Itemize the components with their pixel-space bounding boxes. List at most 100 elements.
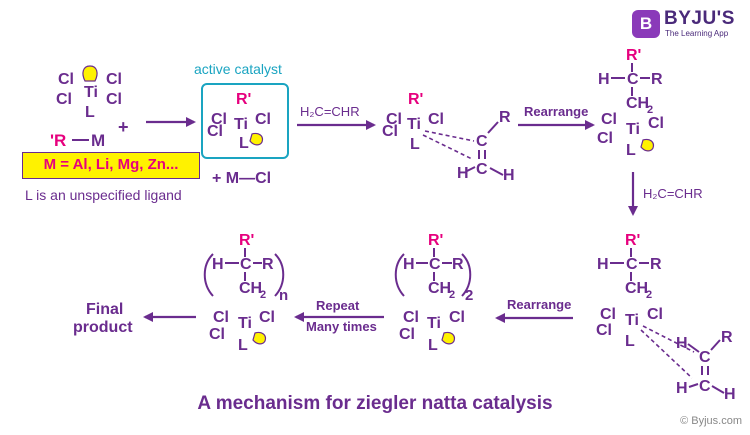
precat-cl-top-left: Cl — [58, 71, 74, 88]
active-catalyst-label: active catalyst — [194, 61, 282, 77]
precat-ti: Ti — [84, 84, 98, 101]
ip1-ch2-sub: 2 — [647, 104, 653, 116]
ac-cl-bottom-left: Cl — [207, 123, 223, 140]
ip1-c: C — [627, 71, 639, 88]
c2-cl-top-left: Cl — [403, 309, 419, 326]
cn-cl-bottom-left: Cl — [209, 326, 225, 343]
byproduct-mcl: + M—Cl — [212, 170, 271, 187]
pi-complex-2: R' H C R CH 2 Cl Cl Ti Cl L H C R C H — [596, 232, 736, 403]
pc2-hc-upper-bond — [687, 343, 700, 353]
pc2-ch-bond-right — [711, 385, 725, 394]
cn-paren-left — [203, 253, 214, 297]
vacant-site-lobe-icon — [441, 331, 456, 345]
vacant-site-lobe-icon — [640, 138, 655, 152]
precat-ligand: L — [85, 104, 95, 121]
pc2-r-group: R — [721, 329, 733, 346]
pc-h-right: H — [503, 167, 515, 184]
c2-r-prime: R' — [428, 232, 443, 249]
ip1-ch2: CH — [626, 95, 649, 112]
c2-ch2-sub: 2 — [449, 289, 455, 301]
precat-cl-bottom-left: Cl — [56, 91, 72, 108]
cn-r-prime: R' — [239, 232, 254, 249]
ac-cl-top-left: Cl — [211, 111, 227, 128]
reagent-label-step1: H₂C=CHR — [300, 104, 360, 119]
cn-ligand: L — [238, 337, 248, 354]
pc2-h-upper: H — [676, 335, 688, 352]
c2-ligand: L — [428, 337, 438, 354]
cn-c: C — [240, 256, 252, 273]
pc2-h-left: H — [676, 380, 688, 397]
pc2-cr-bond-alkene — [710, 339, 721, 351]
rearrange-label-1: Rearrange — [524, 104, 588, 119]
byjus-badge: B — [632, 10, 660, 38]
cn-ch2-sub: 2 — [260, 289, 266, 301]
copyright-notice: © Byjus.com — [680, 415, 742, 427]
pc2-cl-bottom-left: Cl — [596, 322, 612, 339]
pc-cl-top-right: Cl — [428, 111, 444, 128]
byjus-logo: B BYJU'S The Learning App — [632, 8, 744, 42]
rearrange-label-2: Rearrange — [507, 297, 571, 312]
pc-ti: Ti — [407, 116, 421, 133]
ligand-note: L is an unspecified ligand — [25, 187, 182, 203]
alkyl-metal: M — [91, 131, 105, 150]
active-catalyst: R' Cl Cl Ti Cl L — [207, 91, 271, 152]
ac-ti: Ti — [234, 116, 248, 133]
pc2-dash-bond-2 — [640, 329, 693, 379]
ip1-r: R — [651, 71, 663, 88]
cn-cl-top-right: Cl — [259, 309, 275, 326]
brand-name: BYJU'S — [664, 8, 735, 29]
c2-cl-bottom-left: Cl — [399, 326, 415, 343]
vacant-site-lobe-icon — [249, 132, 264, 146]
pc2-alkene-c2: C — [699, 378, 711, 395]
ac-ligand: L — [239, 135, 249, 152]
pc-dash-bond-2 — [422, 134, 473, 160]
pc-cl-bottom-left: Cl — [382, 123, 398, 140]
insertion-product-1: R' H C R CH 2 Cl Cl Ti Cl L — [597, 47, 664, 159]
pc-r-group: R — [499, 109, 511, 126]
cn-cl-top-left: Cl — [213, 309, 229, 326]
cn-ti: Ti — [238, 315, 252, 332]
ip1-ligand: L — [626, 142, 636, 159]
pc-cl-top-left: Cl — [386, 111, 402, 128]
pc2-h-right: H — [724, 386, 736, 403]
c2-paren-left — [394, 253, 405, 297]
c2-cl-top-right: Cl — [449, 309, 465, 326]
pc-ch-bond-left — [466, 166, 476, 172]
ac-cl-top-right: Cl — [255, 111, 271, 128]
final-product-line1: Final — [86, 301, 123, 318]
c2-r: R — [452, 256, 464, 273]
c2-paren-right — [461, 253, 472, 297]
ip1-cl-top-right: Cl — [648, 115, 664, 132]
ac-r-prime: R' — [236, 91, 251, 108]
pc-c-r-bond — [487, 121, 499, 134]
cn-paren-right — [274, 253, 285, 297]
precat-cl-top-right: Cl — [106, 71, 122, 88]
cn-repeat-count: n — [279, 287, 288, 304]
pc2-alkene-c1: C — [699, 349, 711, 366]
c2-repeat-count: 2 — [465, 287, 473, 304]
chain-product-n: R' H C R CH 2 n Cl Cl Ti Cl L — [203, 232, 288, 354]
brand-tagline: The Learning App — [665, 29, 729, 38]
pi-complex: R' Cl Cl Ti Cl L C R C H H — [382, 91, 515, 184]
pc2-dash-bond-1 — [642, 325, 695, 353]
ip1-r-prime: R' — [626, 47, 641, 64]
pc2-r-prime: R' — [625, 232, 640, 249]
pc2-r: R — [650, 256, 662, 273]
pc2-ti: Ti — [625, 312, 639, 329]
pc-ch-bond-right — [489, 167, 504, 176]
pc2-ch2-sub: 2 — [646, 289, 652, 301]
ip1-cl-top-left: Cl — [601, 111, 617, 128]
metals-box: M = Al, Li, Mg, Zn... — [22, 152, 200, 179]
pc2-ch-bond-left — [688, 383, 699, 388]
final-product-line2: product — [73, 319, 133, 336]
diagram-caption: A mechanism for ziegler natta catalysis — [197, 393, 553, 414]
cn-h: H — [212, 256, 224, 273]
pc2-cl-top-right: Cl — [647, 306, 663, 323]
lone-pair-lobe-icon — [82, 65, 98, 82]
repeat-label-line2: Many times — [306, 319, 377, 334]
pc-dash-bond-1 — [424, 130, 475, 142]
alkyl-r-group: 'R — [50, 131, 66, 150]
alkyl-metal-reagent: 'R M — [50, 131, 105, 150]
pc2-ch2: CH — [625, 280, 648, 297]
